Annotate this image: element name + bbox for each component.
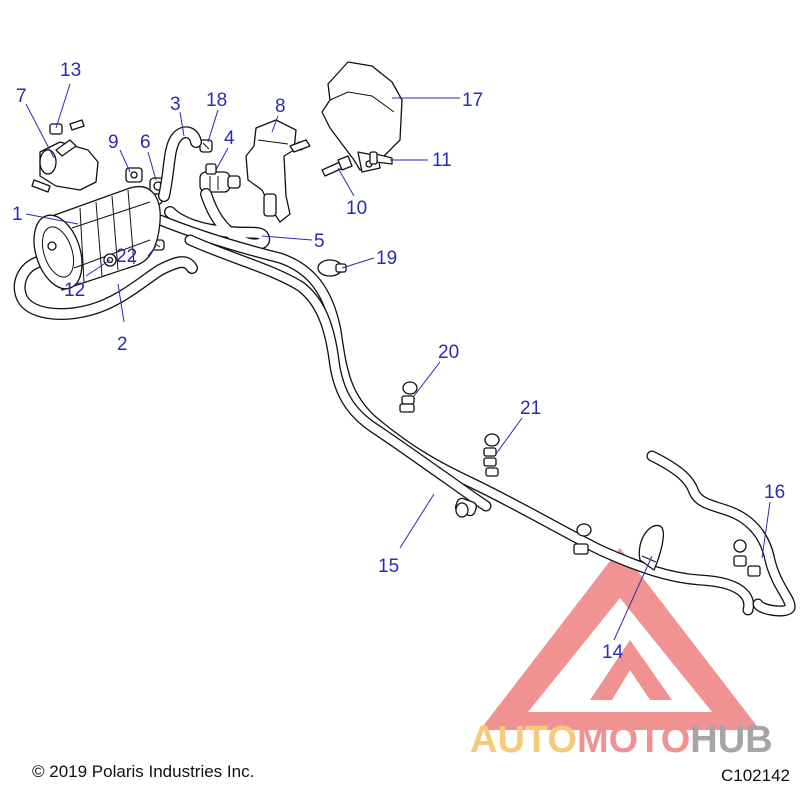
svg-text:AUTOMOTOHUB: AUTOMOTOHUB xyxy=(470,719,773,761)
part-16-hose xyxy=(646,450,796,617)
callout-4: 4 xyxy=(224,128,235,149)
part-15-main-hose xyxy=(154,214,755,616)
callout-2: 2 xyxy=(117,334,128,355)
part-2-hose xyxy=(13,256,198,320)
callout-14: 14 xyxy=(602,642,624,663)
watermark-inner-mark xyxy=(590,640,672,700)
part-1-canister xyxy=(33,186,161,291)
watermark-triangle-logo xyxy=(480,548,760,730)
part-3-hose xyxy=(158,126,202,202)
part-17-heat-shield xyxy=(321,61,403,173)
callout-15: 15 xyxy=(378,556,399,577)
part-10-bolt xyxy=(321,155,353,177)
callout-13: 13 xyxy=(60,60,81,81)
callout-10: 10 xyxy=(346,198,367,219)
part-14-strap xyxy=(638,524,664,571)
diagram-id: C102142 xyxy=(720,766,790,785)
callout-9: 9 xyxy=(108,132,119,153)
callout-12: 12 xyxy=(64,280,85,301)
watermark-moto: MOTO xyxy=(577,719,690,761)
part-8-bracket xyxy=(245,119,311,223)
callout-21: 21 xyxy=(520,398,541,419)
callout-8: 8 xyxy=(275,96,286,117)
callout-1: 1 xyxy=(12,204,23,225)
callout-11: 11 xyxy=(432,150,452,171)
watermark-auto: AUTO xyxy=(470,719,577,761)
part-5-hose xyxy=(164,188,271,251)
callout-16: 16 xyxy=(764,482,785,503)
callout-labels: 1 2 3 4 5 6 7 8 9 10 11 12 13 14 15 16 1… xyxy=(12,60,785,663)
part-21-clip xyxy=(483,433,500,477)
part-9-fitting xyxy=(125,167,143,183)
callout-3: 3 xyxy=(170,94,181,115)
part-13-screw xyxy=(49,119,85,135)
part-4-purge-valve xyxy=(199,163,241,193)
copyright-notice: © 2019 Polaris Industries Inc. xyxy=(32,762,255,781)
callout-17: 17 xyxy=(462,90,483,111)
part-19-clamp xyxy=(317,259,347,277)
callout-5: 5 xyxy=(314,231,325,252)
part-11-bolt xyxy=(369,151,393,165)
callout-20: 20 xyxy=(438,342,459,363)
hose-clip-cluster xyxy=(573,523,761,577)
callout-18: 18 xyxy=(206,90,227,111)
callout-6: 6 xyxy=(140,132,151,153)
part-7-canister-mount xyxy=(31,139,99,193)
callout-7: 7 xyxy=(16,86,27,107)
automotohub-watermark: AUTOMOTOHUB xyxy=(470,548,773,761)
callout-22: 22 xyxy=(116,246,137,267)
part-20-clip xyxy=(399,381,418,413)
callout-19: 19 xyxy=(376,248,397,269)
watermark-hub: HUB xyxy=(690,719,772,761)
callout-leaders xyxy=(25,83,771,641)
